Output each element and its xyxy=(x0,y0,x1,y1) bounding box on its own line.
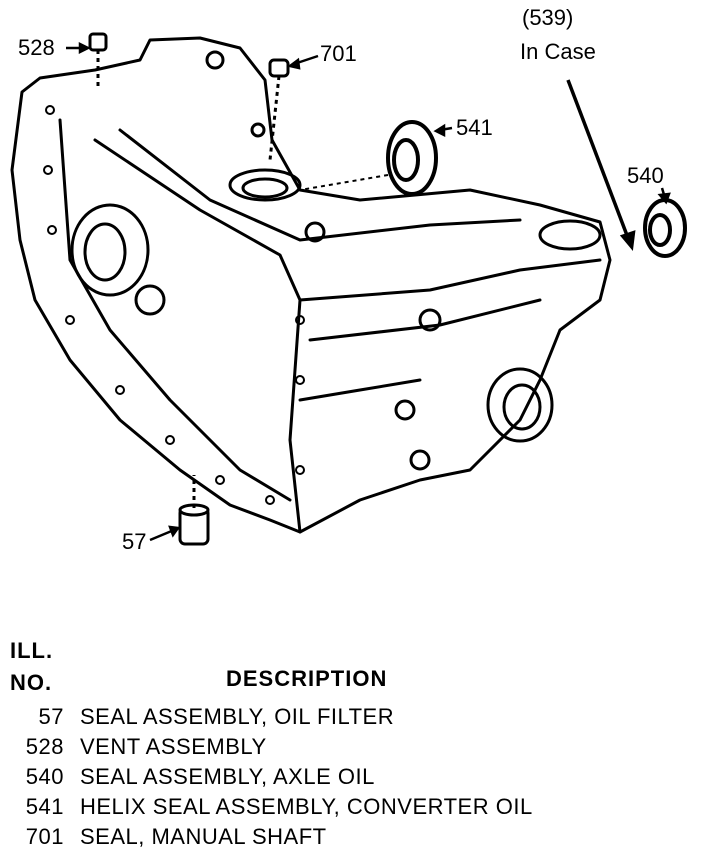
helix-seal-part xyxy=(299,120,438,196)
legend-item-description: VENT ASSEMBLY xyxy=(80,734,267,759)
legend-item-number: 57 xyxy=(38,704,64,729)
legend-item-description: SEAL ASSEMBLY, AXLE OIL xyxy=(80,764,375,789)
callout-528: 528 xyxy=(18,35,55,60)
legend-item-number: 540 xyxy=(25,764,64,789)
callout-541: 541 xyxy=(456,115,493,140)
legend-row: 57 SEAL ASSEMBLY, OIL FILTER xyxy=(0,704,704,734)
legend-item-number: 528 xyxy=(25,734,64,759)
parts-legend: ILL. NO. DESCRIPTION 57 SEAL ASSEMBLY, O… xyxy=(0,630,704,856)
callout-540: 540 xyxy=(627,163,664,188)
callout-in-case: In Case xyxy=(520,39,596,64)
vent-assembly-part xyxy=(88,32,108,90)
legend-item-description: SEAL, MANUAL SHAFT xyxy=(80,824,327,849)
legend-item-number: 541 xyxy=(25,794,64,819)
callout-539: (539) xyxy=(522,5,574,30)
legend-row: 701 SEAL, MANUAL SHAFT xyxy=(0,824,704,854)
manual-shaft-seal-part xyxy=(268,58,290,161)
case-outline xyxy=(10,36,612,534)
legend-header-description: DESCRIPTION xyxy=(226,666,388,691)
legend-row: 540 SEAL ASSEMBLY, AXLE OIL xyxy=(0,764,704,794)
axle-bore xyxy=(486,367,554,443)
legend-item-description: HELIX SEAL ASSEMBLY, CONVERTER OIL xyxy=(80,794,533,819)
legend-item-description: SEAL ASSEMBLY, OIL FILTER xyxy=(80,704,395,729)
legend-row: 528 VENT ASSEMBLY xyxy=(0,734,704,764)
transaxle-case-diagram xyxy=(10,32,687,546)
axle-seal-part xyxy=(643,198,687,258)
legend-item-number: 701 xyxy=(25,824,64,849)
callout-57: 57 xyxy=(122,529,147,554)
legend-row: 541 HELIX SEAL ASSEMBLY, CONVERTER OIL xyxy=(0,794,704,824)
callout-701: 701 xyxy=(320,41,357,66)
legend-header-no: NO. xyxy=(10,670,53,695)
oil-filter-seal-part xyxy=(178,475,210,546)
converter-bore xyxy=(70,203,150,297)
legend-header-ill: ILL. xyxy=(10,638,54,663)
